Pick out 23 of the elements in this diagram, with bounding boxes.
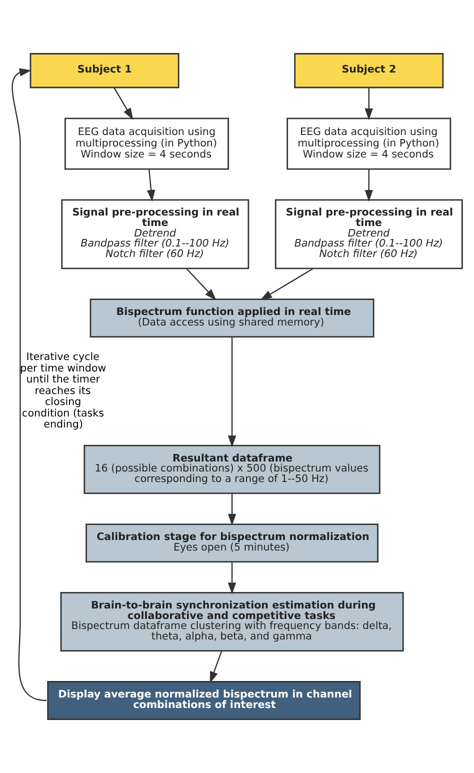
- node-box: Subject 2: [294, 53, 444, 88]
- node-box: Signal pre-processing in real time Detrend Bandpass filter (0.1--100 Hz) Notch filter (60 Hz): [274, 199, 463, 270]
- node-box: Brain-to-brain synchronization estimation during collaborative and competitive tasks Bispectrum dataframe clustering with frequency bands: delta, theta, alpha, beta, and gamma: [60, 592, 404, 652]
- arrow: [228, 562, 236, 594]
- node-box: EEG data acquisition using multiprocessing (in Python) Window size = 4 seconds: [286, 118, 452, 170]
- node-box: EEG data acquisition using multiprocessing (in Python) Window size = 4 seconds: [64, 118, 229, 170]
- node-box: Signal pre-processing in real time Detrend Bandpass filter (0.1--100 Hz) Notch filter (60 Hz): [61, 199, 250, 270]
- node-box: Resultant dataframe 16 (possible combinations) x 500 (bispectrum values corresponding to a range of 1--50 Hz): [84, 444, 380, 494]
- arrow: [364, 88, 374, 120]
- node-box: Display average normalized bispectrum in channel combinations of interest: [47, 681, 361, 720]
- arrow: [364, 169, 374, 202]
- arrow: [260, 268, 314, 300]
- arrow: [228, 493, 236, 526]
- arrow: [228, 337, 236, 448]
- arrow: [114, 87, 134, 120]
- node-box: Subject 1: [30, 53, 180, 88]
- arrow: [146, 169, 156, 202]
- arrow: [186, 268, 216, 300]
- arrow: [12, 68, 46, 702]
- edge-label: Iterative cycle per time window until the timer reaches its closing condition (tasks ending): [20, 351, 106, 431]
- node-box: Bispectrum function applied in real time (Data access using shared memory): [90, 298, 374, 338]
- arrow: [210, 650, 222, 684]
- node-box: Calibration stage for bispectrum normalization Eyes open (5 minutes): [86, 524, 378, 562]
